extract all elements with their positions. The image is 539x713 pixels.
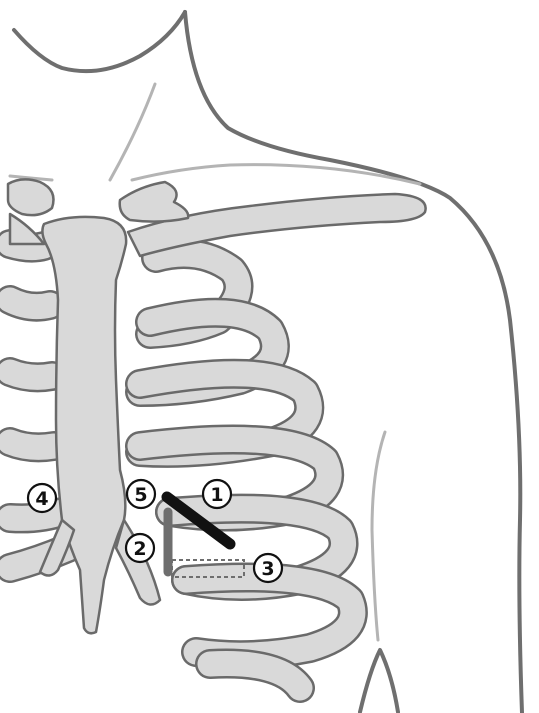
left-ribs <box>140 254 353 688</box>
axilla-line <box>372 432 385 640</box>
neck-left-contour <box>14 12 185 71</box>
marker-5-label: 5 <box>134 484 147 506</box>
right-clavicle-head <box>8 179 54 215</box>
marker-1-label: 1 <box>210 484 223 506</box>
marker-3: 3 <box>254 554 282 582</box>
marker-5: 5 <box>127 480 155 508</box>
neck-muscle-line <box>110 84 155 180</box>
marker-4: 4 <box>28 484 56 512</box>
right-shoulder-line <box>132 165 420 184</box>
marker-4-label: 4 <box>35 488 48 510</box>
left-clavicle-head <box>120 182 189 222</box>
marker-2: 2 <box>126 534 154 562</box>
axilla-lower-contour <box>360 650 398 712</box>
marker-3-label: 3 <box>261 558 274 580</box>
marker-2-label: 2 <box>133 538 146 560</box>
right-upper-chest-bone <box>10 214 44 244</box>
marker-1: 1 <box>203 480 231 508</box>
